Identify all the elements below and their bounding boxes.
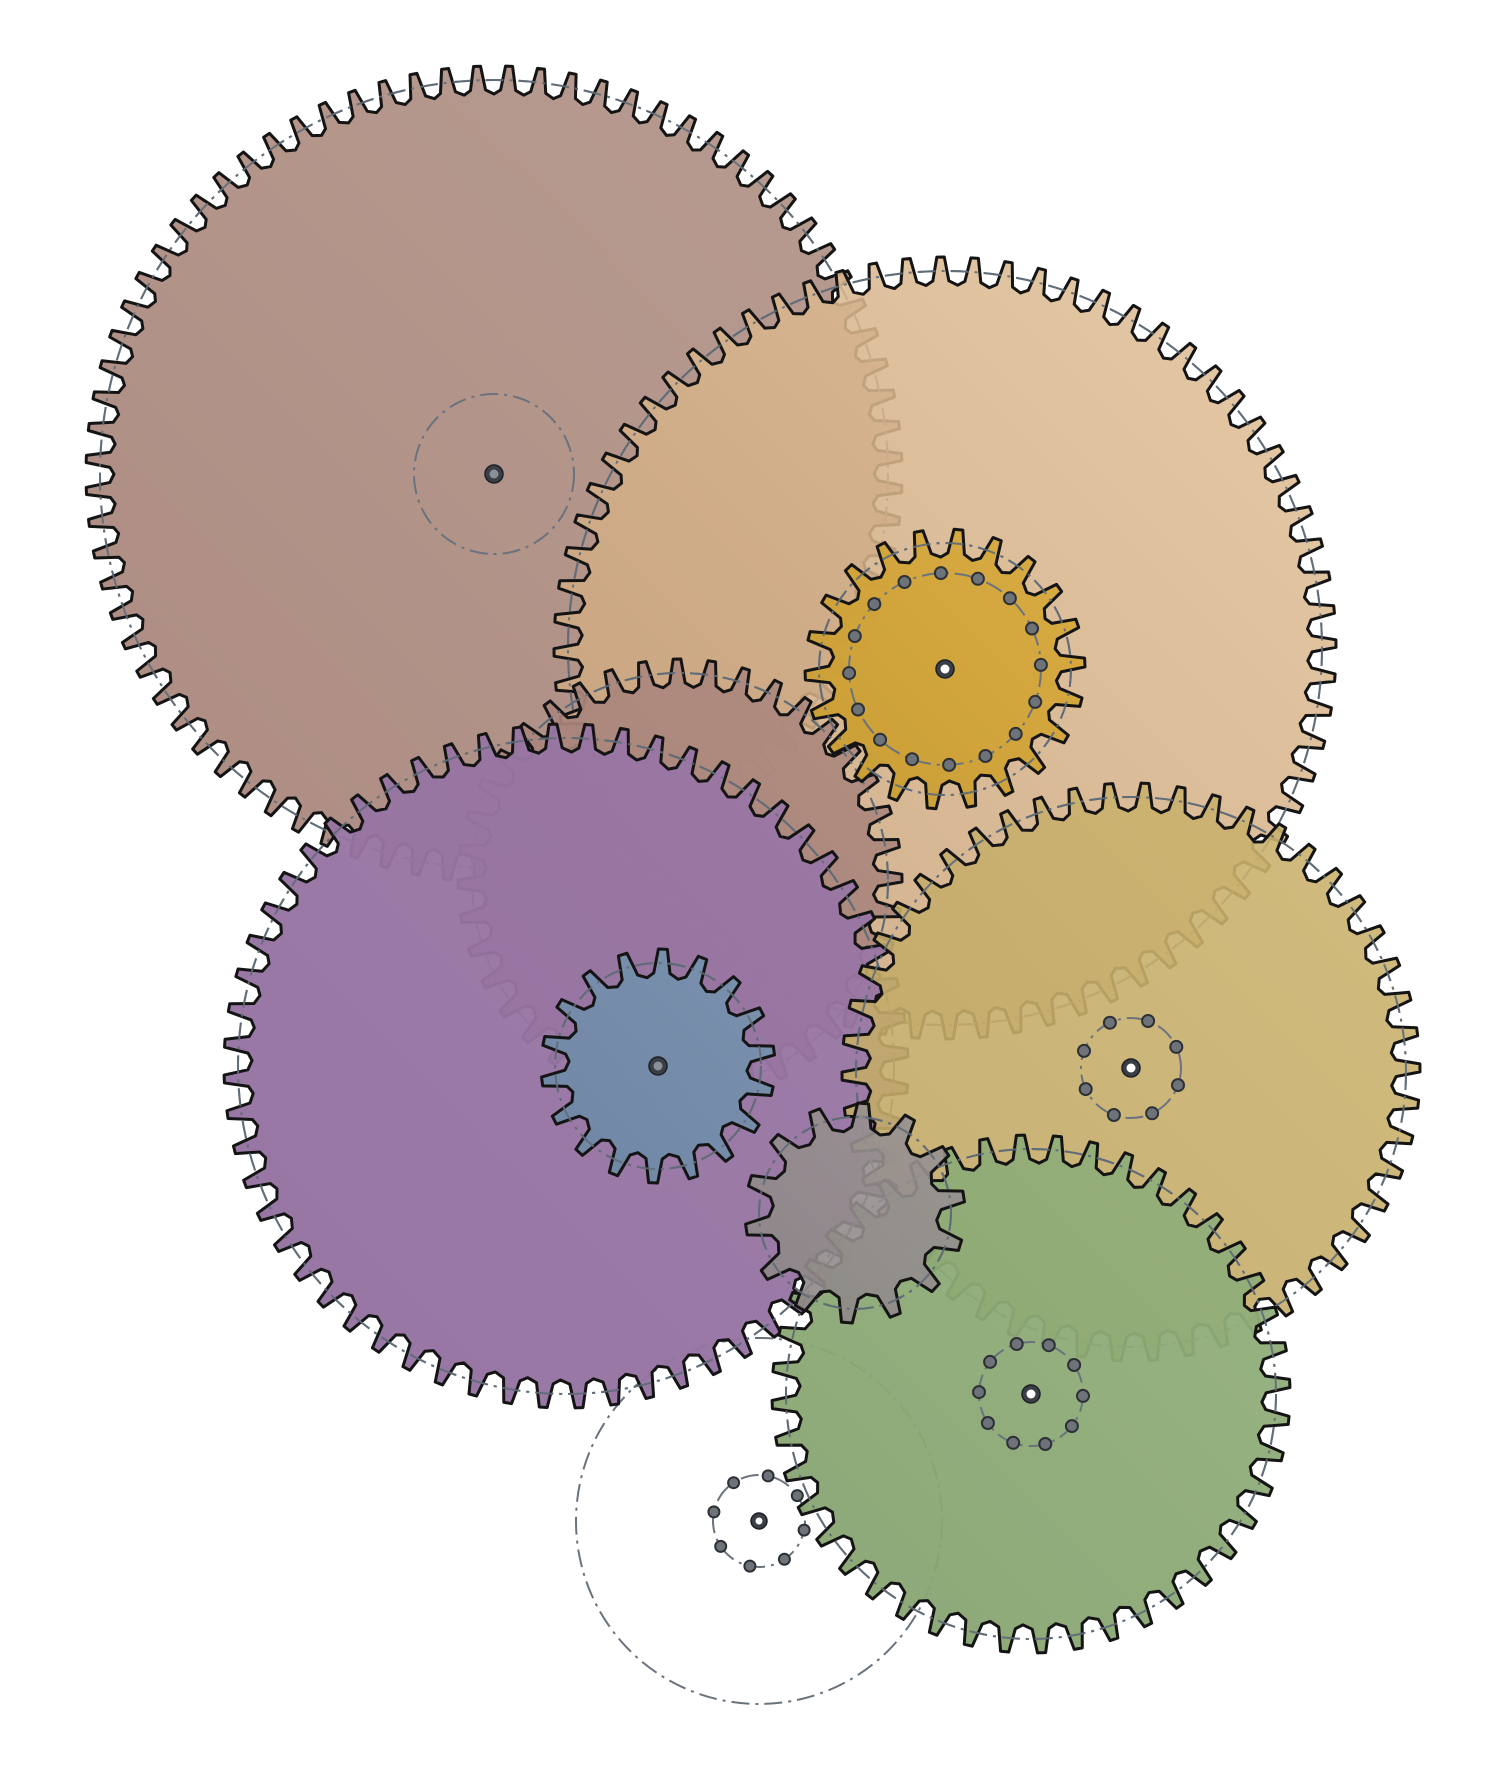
bolt-hole-icon — [867, 597, 882, 612]
bolt-hole-icon — [1025, 621, 1039, 636]
bolt-hole-icon — [777, 1552, 791, 1566]
bolt-hole-icon — [1006, 1435, 1021, 1450]
bolt-hole-icon — [727, 1476, 741, 1490]
bolt-hole-icon — [1067, 1358, 1082, 1372]
bolt-hole-icon — [942, 757, 957, 772]
gear-grey — [744, 1101, 966, 1325]
hub-center — [1126, 1063, 1136, 1073]
bolt-hole-icon — [978, 749, 993, 763]
bolt-hole-icon — [972, 1385, 986, 1400]
bolt-hole-icon — [1171, 1078, 1185, 1093]
hub-center — [489, 469, 499, 479]
bolt-hole-icon — [1169, 1039, 1184, 1054]
hub-group-gold — [842, 566, 1048, 772]
hub-center — [1026, 1389, 1036, 1399]
bolt-hole-icon — [905, 752, 920, 767]
hub-center — [940, 664, 950, 674]
bolt-hole-icon — [983, 1354, 998, 1369]
bolt-hole-icon — [790, 1489, 804, 1503]
bolt-hole-icon — [1009, 1337, 1024, 1351]
hub-group-large-rose — [413, 393, 575, 555]
ghost-bolt-circle — [712, 1474, 806, 1568]
bolt-hole-icon — [1141, 1014, 1156, 1028]
pitch-circle-overlay — [818, 542, 1072, 796]
bolt-hole-icon — [1076, 1388, 1090, 1403]
bolt-hole-icon — [1064, 1419, 1079, 1434]
bolt-hole-icon — [714, 1539, 728, 1553]
gears-layer — [84, 64, 1422, 1655]
hub-ring — [413, 393, 575, 555]
hub-group-blue — [648, 1056, 668, 1076]
bolt-hole-icon — [970, 571, 985, 586]
bolt-hole-icon — [933, 566, 948, 581]
bolt-hole-icon — [1038, 1437, 1053, 1451]
bolt-hole-icon — [873, 732, 888, 747]
hub-center — [653, 1061, 663, 1071]
hub-group-green — [972, 1337, 1090, 1451]
pitch-circle-overlay — [758, 1116, 952, 1310]
bolt-hole-icon — [851, 702, 865, 717]
overlay-layer — [413, 393, 1185, 1451]
pitch-circle-overlay — [567, 270, 1323, 1026]
bolt-hole-icon — [797, 1523, 811, 1537]
bolt-hole-icon — [1033, 657, 1048, 672]
pitch-circle-overlay — [785, 1148, 1277, 1640]
bolt-hole-icon — [1041, 1338, 1056, 1353]
bolt-hole-icon — [1078, 1082, 1093, 1097]
bolt-hole-icon — [847, 629, 862, 644]
hub-group-olive-tan — [1077, 1014, 1185, 1122]
bolt-hole-icon — [1002, 591, 1017, 606]
bolt-hole-icon — [1106, 1108, 1121, 1122]
bolt-hole-icon — [1028, 694, 1043, 709]
pitch-circle-overlay — [554, 962, 762, 1170]
bolt-hole-icon — [1008, 726, 1023, 741]
gear-body-grey — [744, 1101, 966, 1325]
bolt-hole-icon — [1077, 1043, 1091, 1058]
bolt-hole-icon — [761, 1469, 775, 1483]
bolt-hole-icon — [707, 1505, 721, 1519]
hub-center — [755, 1517, 763, 1525]
bolt-hole-icon — [743, 1559, 757, 1573]
bolt-hole-icon — [1145, 1106, 1160, 1121]
bolt-circle — [1080, 1017, 1182, 1119]
bolt-hole-icon — [980, 1416, 995, 1430]
bolt-hole-icon — [842, 666, 857, 681]
bolt-hole-icon — [1102, 1015, 1117, 1030]
bolt-hole-icon — [897, 575, 912, 589]
